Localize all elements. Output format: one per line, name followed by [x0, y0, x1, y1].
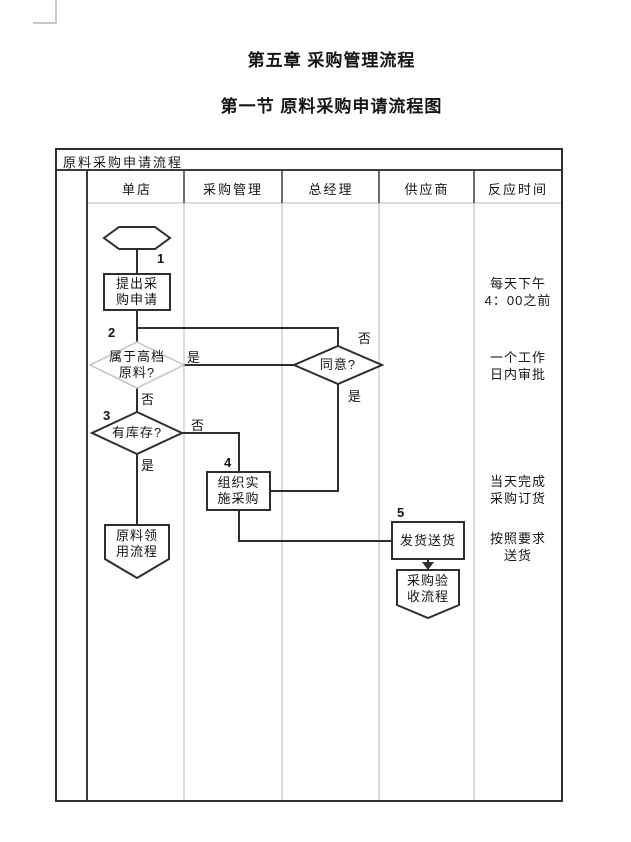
flowchart-canvas	[57, 169, 561, 800]
start-hexagon	[102, 226, 172, 250]
edge-label-stock-yes: 是	[141, 458, 156, 473]
response-time-submit: 每天下午 4：00之前	[484, 276, 552, 308]
lane-header-store: 单店	[121, 182, 152, 197]
edge-stock-no-to-organize	[182, 432, 240, 472]
response-time-delivery: 按照要求 送货	[489, 531, 546, 563]
lane-header-gm: 总经理	[308, 182, 354, 197]
submit-request-label: 提出采 购申请	[115, 276, 158, 307]
in-stock-label: 有库存?	[111, 425, 163, 440]
lane-header-purchasing: 采购管理	[202, 182, 263, 197]
organize-purchase-label: 组织实 施采购	[217, 475, 260, 506]
chapter-heading: 第五章 采购管理流程	[247, 51, 416, 70]
edge-label-approve-yes: 是	[348, 389, 363, 404]
edge-label-stock-no: 否	[191, 418, 206, 433]
response-time-approve: 一个工作 日内审批	[489, 350, 546, 382]
edge-label-premium-no: 否	[141, 392, 156, 407]
ship-deliver-box	[391, 521, 465, 560]
step-number-2: 2	[108, 325, 116, 340]
page-corner-mark-horizontal	[33, 22, 57, 24]
in-stock-diamond	[89, 410, 185, 456]
lane-header-response: 反应时间	[487, 182, 548, 197]
edge-approve-yes-to-organize	[270, 384, 339, 492]
premium-material-diamond	[88, 341, 186, 389]
submit-request-box	[103, 273, 171, 311]
edge-label-premium-yes: 是	[187, 350, 202, 365]
ship-deliver-label: 发货送货	[399, 532, 456, 548]
step-number-3: 3	[103, 408, 111, 423]
section-heading: 第一节 原料采购申请流程图	[220, 97, 443, 116]
arrowhead-ship-to-acceptance	[422, 562, 434, 570]
step-number-5: 5	[397, 505, 405, 520]
lane-header-supplier: 供应商	[404, 182, 450, 197]
organize-purchase-box	[206, 471, 271, 511]
table-grid	[57, 169, 561, 800]
approve-label: 同意?	[319, 357, 357, 372]
flowchart-table: 原料采购申请流程 单店 采购管理 总经理 供应商 反应时间 提出采 购申请 属于…	[55, 148, 563, 802]
premium-material-label: 属于高档 原料?	[108, 349, 165, 380]
approve-diamond	[291, 344, 385, 386]
material-requisition-label: 原料领 用流程	[115, 528, 158, 559]
step-number-1: 1	[157, 251, 165, 266]
response-time-order: 当天完成 采购订货	[489, 474, 546, 506]
purchase-acceptance-label: 采购验 收流程	[406, 573, 449, 604]
edge-approve-no-return	[137, 327, 339, 346]
connectors	[136, 249, 429, 563]
edge-organize-to-ship	[238, 510, 392, 542]
page-corner-mark-vertical	[55, 0, 57, 23]
node-shapes	[88, 226, 465, 620]
edge-label-approve-no: 否	[358, 331, 373, 346]
material-requisition-pentagon	[104, 524, 170, 580]
step-number-4: 4	[224, 455, 232, 470]
purchase-acceptance-pentagon	[396, 569, 460, 620]
table-title: 原料采购申请流程	[63, 155, 184, 170]
